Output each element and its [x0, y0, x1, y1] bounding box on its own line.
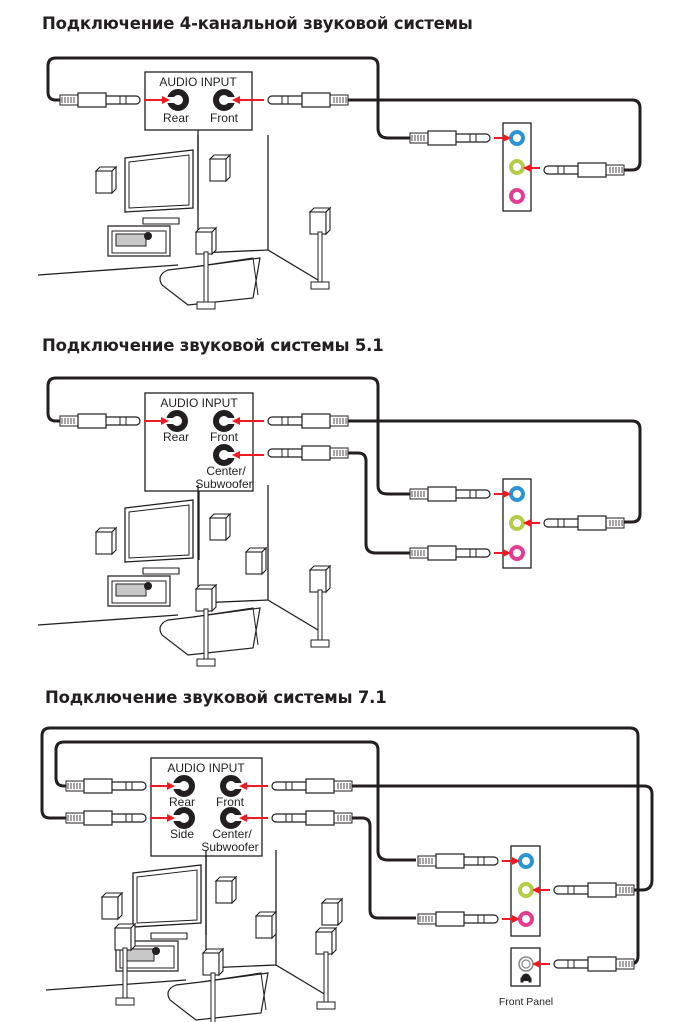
- port-blue: [518, 853, 534, 869]
- speaker-rear-left: [195, 584, 217, 612]
- headphone-icon: [520, 973, 532, 983]
- jack-label-front: Front: [216, 795, 245, 809]
- speaker-front-left: [101, 892, 123, 920]
- diagram-4ch: AUDIO INPUT Rear Front: [37, 56, 642, 310]
- port-pink: [518, 911, 534, 927]
- audio-input-label: AUDIO INPUT: [160, 396, 238, 410]
- audio-input-label: AUDIO INPUT: [159, 75, 237, 89]
- jack-side: [172, 810, 192, 826]
- jack-label-front: Front: [210, 430, 239, 444]
- speaker-subwoofer: [255, 911, 277, 939]
- jack-label-rear: Rear: [163, 111, 189, 125]
- cable-center-sub: [324, 816, 416, 920]
- section-title-4ch: Подключение 4-канальной звуковой системы: [42, 14, 473, 33]
- plug-front-in: [268, 93, 348, 107]
- jack-label-side: Side: [170, 827, 194, 841]
- jack-label-front: Front: [210, 111, 239, 125]
- speaker-side-right: [321, 898, 343, 926]
- speaker-front-right: [209, 513, 231, 541]
- speaker-rear-right: [309, 565, 331, 593]
- port-blue: [509, 486, 525, 502]
- jack-center-sub: [223, 810, 243, 826]
- speaker-front-left: [95, 166, 117, 194]
- cable-rear: [54, 740, 416, 862]
- port-pink: [509, 188, 525, 204]
- speaker-front-left: [95, 527, 117, 555]
- jack-label-rear: Rear: [169, 795, 195, 809]
- jack-front: [216, 92, 236, 108]
- speaker-front-right: [215, 876, 237, 904]
- diagram-5-1: AUDIO INPUT Rear Front Center/ Subwoofer: [37, 376, 642, 667]
- speaker-rear-right: [309, 207, 331, 235]
- room-illustration-7-1: [45, 849, 327, 1021]
- front-panel-label: Front Panel: [499, 996, 553, 1008]
- cable-rear: [46, 376, 416, 496]
- cable-front: [320, 98, 642, 172]
- speaker-subwoofer: [245, 547, 267, 575]
- port-pink: [509, 545, 525, 561]
- room-illustration-5-1: [37, 484, 319, 656]
- section-title-5-1: Подключение звуковой системы 5.1: [42, 336, 384, 355]
- jack-label-subwoofer: Subwoofer: [195, 477, 252, 491]
- speaker-rear-left: [202, 948, 224, 976]
- cable-front: [324, 784, 654, 892]
- port-blue: [509, 130, 525, 146]
- plug-green: [544, 163, 624, 177]
- jack-label-rear: Rear: [163, 430, 189, 444]
- audio-input-label: AUDIO INPUT: [167, 761, 245, 775]
- jack-rear: [166, 92, 186, 108]
- jack-label-center: Center/: [212, 827, 252, 841]
- room-illustration-4ch: [37, 134, 319, 306]
- diagram-7-1: AUDIO INPUT Rear Front Side Center/ Subw…: [40, 726, 654, 1022]
- cable-front: [320, 419, 642, 524]
- speaker-rear-left: [195, 227, 217, 255]
- cable-side: [40, 726, 640, 966]
- speaker-front-right: [209, 154, 231, 182]
- plug-rear-in: [59, 92, 141, 108]
- jack-label-center: Center/: [206, 464, 246, 478]
- jack-rear: [165, 413, 185, 429]
- jack-rear: [172, 778, 192, 794]
- speaker-side-left: [114, 923, 136, 951]
- audio-input-box: [150, 757, 263, 857]
- jack-center-sub: [216, 447, 236, 463]
- plug-blue: [409, 130, 491, 146]
- section-title-7-1: Подключение звуковой системы 7.1: [45, 688, 387, 707]
- jack-front: [223, 778, 243, 794]
- speaker-rear-right: [315, 927, 337, 955]
- cable-rear: [46, 56, 416, 140]
- jack-label-subwoofer: Subwoofer: [201, 840, 258, 854]
- cable-center-sub: [320, 451, 416, 555]
- jack-front: [216, 413, 236, 429]
